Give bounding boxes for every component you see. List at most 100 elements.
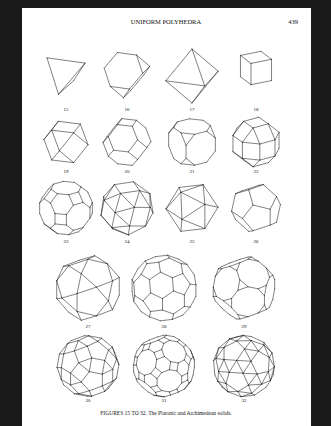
polyhedron-edge [104, 185, 114, 201]
polyhedron-edge [145, 257, 155, 261]
polyhedron-edge [40, 199, 45, 203]
polyhedron-edge [105, 360, 113, 369]
polyhedron-edge [177, 363, 178, 371]
polyhedron-edge [71, 385, 79, 394]
polyhedron-edge [177, 119, 189, 122]
polyhedron-edge [230, 337, 238, 339]
polyhedron-edge [182, 373, 188, 376]
polyhedron-drawing [101, 182, 153, 235]
polyhedron-edge [186, 381, 191, 387]
polyhedron-edge [92, 391, 105, 396]
polyhedron-edge [158, 337, 164, 340]
polyhedron-edge [144, 66, 150, 75]
polyhedron-edge [242, 205, 253, 218]
polyhedron-edge [47, 58, 85, 63]
polyhedron-edge [216, 359, 219, 372]
polyhedron-edge [262, 372, 269, 385]
polyhedron-edge [101, 215, 112, 227]
figure-number: 19 [64, 169, 69, 174]
polyhedron-edge [81, 274, 96, 287]
polyhedron-edge [159, 258, 169, 262]
polyhedron-edge [150, 311, 151, 316]
polyhedron-edge [83, 218, 90, 227]
polyhedron-edge [273, 367, 274, 375]
polyhedron-drawing [40, 181, 93, 234]
polyhedron-edge [89, 358, 91, 372]
polyhedron-edge [88, 192, 93, 202]
polyhedron-edge [251, 81, 272, 85]
polyhedron-edge [108, 347, 112, 350]
polyhedron-edge [219, 339, 230, 348]
polyhedron-edge [138, 372, 139, 379]
polyhedron-edge [240, 55, 241, 76]
polyhedron-edge [232, 194, 236, 212]
polyhedron-edge [223, 301, 231, 308]
polyhedron-edge [233, 152, 244, 160]
polyhedron-edge [249, 230, 253, 232]
polyhedron-edge [173, 291, 184, 295]
polyhedron-edge [268, 357, 270, 371]
polyhedron-edge [248, 257, 251, 259]
polyhedron-edge [150, 337, 158, 340]
polyhedron-edge [95, 256, 108, 264]
polyhedron-edge [108, 137, 113, 151]
polyhedron-edge [89, 208, 90, 218]
polyhedron-edge [186, 134, 195, 145]
polyhedron-edge [139, 372, 145, 375]
polyhedron-edge [174, 128, 181, 133]
polyhedron-edge [237, 341, 245, 349]
polyhedron-edge [144, 343, 150, 345]
polyhedron-edge [133, 365, 134, 372]
polyhedron-drawing [104, 52, 149, 97]
polyhedron-edge [150, 272, 161, 280]
polyhedron-edge [154, 350, 162, 353]
polyhedron-edge [63, 181, 74, 182]
polyhedron-edge [102, 338, 113, 347]
polyhedron-edge [169, 146, 174, 159]
polyhedron-edge [182, 204, 205, 219]
polyhedron-edge [61, 368, 70, 373]
polyhedron-edge [263, 185, 276, 197]
polyhedron-edge [248, 256, 251, 257]
polyhedron-edge [264, 342, 272, 353]
polyhedron-edge [57, 194, 68, 195]
polyhedron-edge [166, 49, 192, 81]
polyhedron-edge [186, 345, 191, 350]
figure-number: 15 [64, 107, 69, 112]
polyhedron-edge [57, 266, 64, 280]
polyhedron-edge [226, 384, 238, 392]
polyhedron-edge [169, 362, 170, 370]
polyhedron-edge [71, 336, 84, 341]
polyhedron-edge [142, 349, 148, 351]
polyhedron-edge [190, 284, 196, 286]
polyhedron-edge [242, 158, 253, 166]
polyhedron-edge [150, 280, 151, 293]
polyhedron-edge [213, 297, 215, 301]
polyhedron-edge [235, 191, 241, 194]
polyhedron-edge [59, 344, 67, 354]
polyhedron-edge [51, 224, 56, 228]
polyhedron-edge [57, 298, 62, 300]
polyhedron-edge [108, 301, 112, 310]
polyhedron-edge [214, 361, 215, 375]
polyhedron-edge [147, 141, 151, 147]
polyhedron-edge [188, 380, 189, 383]
polyhedron-edge [186, 354, 191, 359]
polyhedron-edge [115, 193, 120, 212]
polyhedron-edge [203, 120, 210, 125]
polyhedron-edge [44, 139, 52, 160]
polyhedron-edge [136, 120, 145, 128]
polyhedron-edge [170, 340, 178, 341]
polyhedron-edge [87, 341, 97, 346]
polyhedron-edge [134, 301, 141, 312]
polyhedron-edge [144, 375, 145, 382]
polyhedron-edge [118, 164, 133, 166]
polyhedron-edge [166, 335, 174, 336]
polyhedron-edge [142, 343, 144, 345]
polyhedron-edge [132, 280, 134, 283]
polyhedron-edge [178, 389, 184, 392]
polyhedron-edge [251, 59, 272, 63]
polyhedron-edge [213, 287, 216, 296]
polyhedron-edge [242, 218, 253, 230]
